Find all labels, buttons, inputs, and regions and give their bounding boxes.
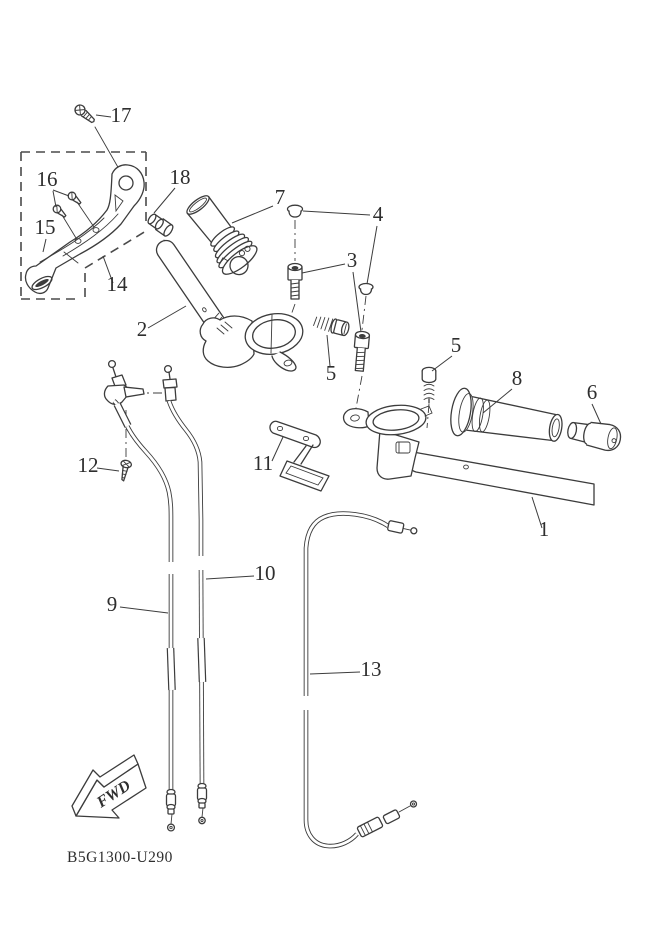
part-10-throttle-cable-2	[162, 364, 208, 825]
callout-9: 9	[107, 592, 118, 616]
callout-16: 16	[37, 167, 58, 191]
part-8-grip	[450, 387, 563, 442]
part-11-cable-guide	[269, 420, 330, 492]
cable-end-fitting	[165, 788, 177, 832]
callout-5a: 5	[326, 361, 337, 385]
clamp-left-tab	[342, 407, 370, 429]
callout-labels: 17 16 15 14 18 7 2 4 3 5 5 8 6 1 11 12 9…	[35, 103, 598, 681]
callout-3: 3	[347, 248, 358, 272]
callout-10: 10	[255, 561, 276, 585]
part-4-cap-b	[358, 282, 374, 296]
part-3-bolt-b	[353, 330, 371, 372]
cable-end-fitting-top	[387, 520, 418, 535]
callout-8: 8	[512, 366, 523, 390]
part-7-throttle-pipe	[186, 195, 258, 276]
bracket-mount-hole	[118, 175, 134, 191]
part-13-cable	[303, 511, 418, 849]
callout-4: 4	[373, 202, 384, 226]
dashed-option-box	[20, 151, 147, 300]
cable-end-fitting-bottom	[356, 800, 418, 838]
throttle-housing-clamp	[199, 313, 304, 372]
part-16-screws	[52, 191, 95, 239]
throttle-bar-hole	[229, 255, 249, 276]
callout-15: 15	[35, 215, 56, 239]
callout-6: 6	[587, 380, 598, 404]
tube-hole	[202, 307, 207, 313]
part-5-bolt-a	[313, 316, 350, 337]
part-15-guard-bracket	[24, 164, 145, 295]
callout-18: 18	[170, 165, 191, 189]
handlebar-clamp-right	[342, 404, 433, 480]
callout-2: 2	[137, 317, 148, 341]
part-1-handlebar-right	[409, 451, 595, 506]
callout-17: 17	[111, 103, 132, 127]
callout-11: 11	[253, 451, 273, 475]
fwd-arrow: FWD	[71, 754, 147, 819]
bracket-screw-hole	[74, 238, 82, 244]
cable-end-fitting	[196, 782, 208, 825]
clamp-lower-bracket	[376, 429, 420, 480]
tube-hole	[463, 464, 469, 470]
callout-5b: 5	[451, 333, 462, 357]
drawing-code: B5G1300-U290	[67, 849, 173, 866]
callout-13: 13	[361, 657, 382, 681]
part-12-screw	[120, 459, 132, 482]
part-18-collar	[147, 213, 174, 237]
part-4-cap-a	[286, 204, 304, 218]
part-9-throttle-cable-1	[103, 359, 177, 832]
callout-12: 12	[78, 453, 99, 477]
leader-lines	[42, 114, 602, 675]
bracket-screw-hole	[92, 227, 100, 233]
bracket-triangle-cutout	[114, 194, 124, 213]
callout-1: 1	[539, 517, 550, 541]
callout-7: 7	[275, 185, 286, 209]
callout-14: 14	[107, 272, 129, 296]
part-17-screw	[74, 104, 95, 124]
part-3-bolt-a	[287, 262, 303, 300]
part-6-bar-end	[567, 421, 622, 452]
part-5-bolt-b	[421, 366, 437, 404]
clamp-screw-tab	[271, 351, 297, 372]
